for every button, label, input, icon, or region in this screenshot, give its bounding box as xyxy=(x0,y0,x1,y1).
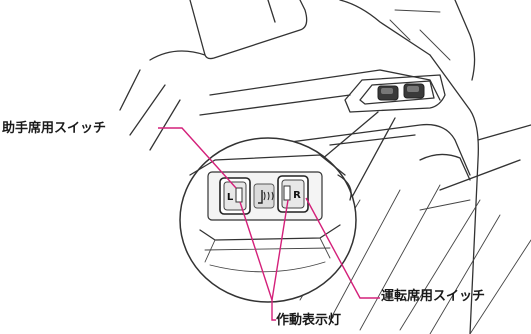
indicator-light-label: 作動表示灯 xyxy=(276,313,342,328)
passenger-switch-leader xyxy=(158,127,237,189)
seat-heater-icon xyxy=(253,183,275,209)
passenger-switch-label: 助手席用スイッチ xyxy=(2,121,107,136)
passenger-switch-mark: L xyxy=(227,192,234,203)
indicator-leader-right xyxy=(271,199,289,301)
driver-indicator-lamp xyxy=(283,185,291,201)
driver-switch-label: 運転席用スイッチ xyxy=(381,289,486,304)
zoom-tail-lower xyxy=(344,117,396,211)
passenger-seat-switch: L xyxy=(219,177,251,215)
indicator-leader-left xyxy=(239,201,273,301)
zoom-tail-upper xyxy=(314,111,379,166)
overview-switch-panel xyxy=(344,74,446,113)
indicator-leader-stem xyxy=(271,300,276,321)
driver-switch-mark: R xyxy=(293,190,301,201)
leader-lines xyxy=(158,127,380,321)
driver-switch-leader xyxy=(305,197,380,299)
driver-seat-switch: R xyxy=(277,175,309,213)
passenger-indicator-lamp xyxy=(235,187,243,203)
zoom-circle xyxy=(179,137,357,303)
